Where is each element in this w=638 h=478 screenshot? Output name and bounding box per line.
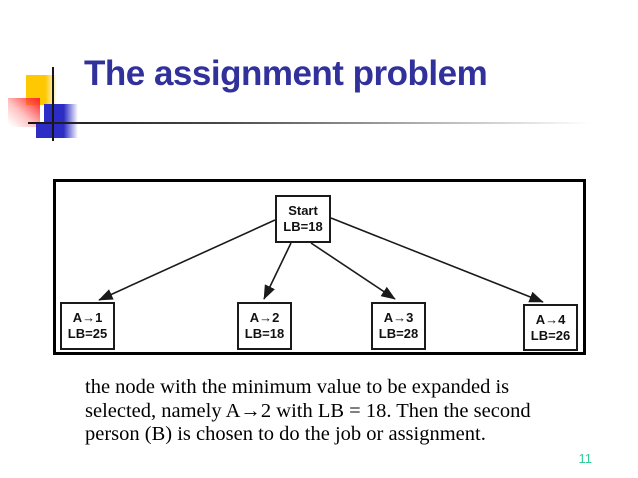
- branch-and-bound-tree-diagram: Start LB=18 A→1 LB=25 A→2 LB=18 A→3 LB=2…: [53, 179, 586, 355]
- node-start-bound: LB=18: [283, 219, 323, 234]
- node-a4-label: A→4: [535, 311, 566, 327]
- node-a3-label: A→3: [383, 310, 414, 325]
- accent-vertical-line: [52, 67, 54, 141]
- node-start: Start LB=18: [275, 195, 331, 243]
- accent-square-blue-foot-icon: [36, 122, 46, 138]
- page-number: 11: [578, 451, 593, 466]
- title-underline-rule: [28, 122, 590, 124]
- body-paragraph: the node with the minimum value to be ex…: [85, 376, 585, 447]
- node-a3: A→3 LB=28: [371, 302, 426, 350]
- slide-title: The assignment problem: [84, 54, 488, 93]
- node-a3-bound: LB=28: [378, 326, 419, 341]
- node-a1-label: A→1: [72, 310, 103, 325]
- tree-edges: [98, 217, 544, 303]
- node-a4-bound: LB=26: [530, 327, 571, 343]
- node-start-label: Start: [288, 203, 318, 218]
- node-a1: A→1 LB=25: [60, 302, 115, 350]
- node-a2-label: A→2: [249, 310, 280, 325]
- node-a1-bound: LB=25: [67, 326, 108, 341]
- body-line-2: selected, namely A→2 with LB = 18. Then …: [85, 399, 531, 422]
- body-line-3: person (B) is chosen to do the job or as…: [85, 423, 486, 445]
- node-a2-bound: LB=18: [244, 326, 285, 341]
- accent-square-blue-icon: [44, 104, 78, 138]
- body-line-1: the node with the minimum value to be ex…: [85, 376, 510, 398]
- node-a4: A→4 LB=26: [523, 304, 578, 351]
- node-a2: A→2 LB=18: [237, 302, 292, 350]
